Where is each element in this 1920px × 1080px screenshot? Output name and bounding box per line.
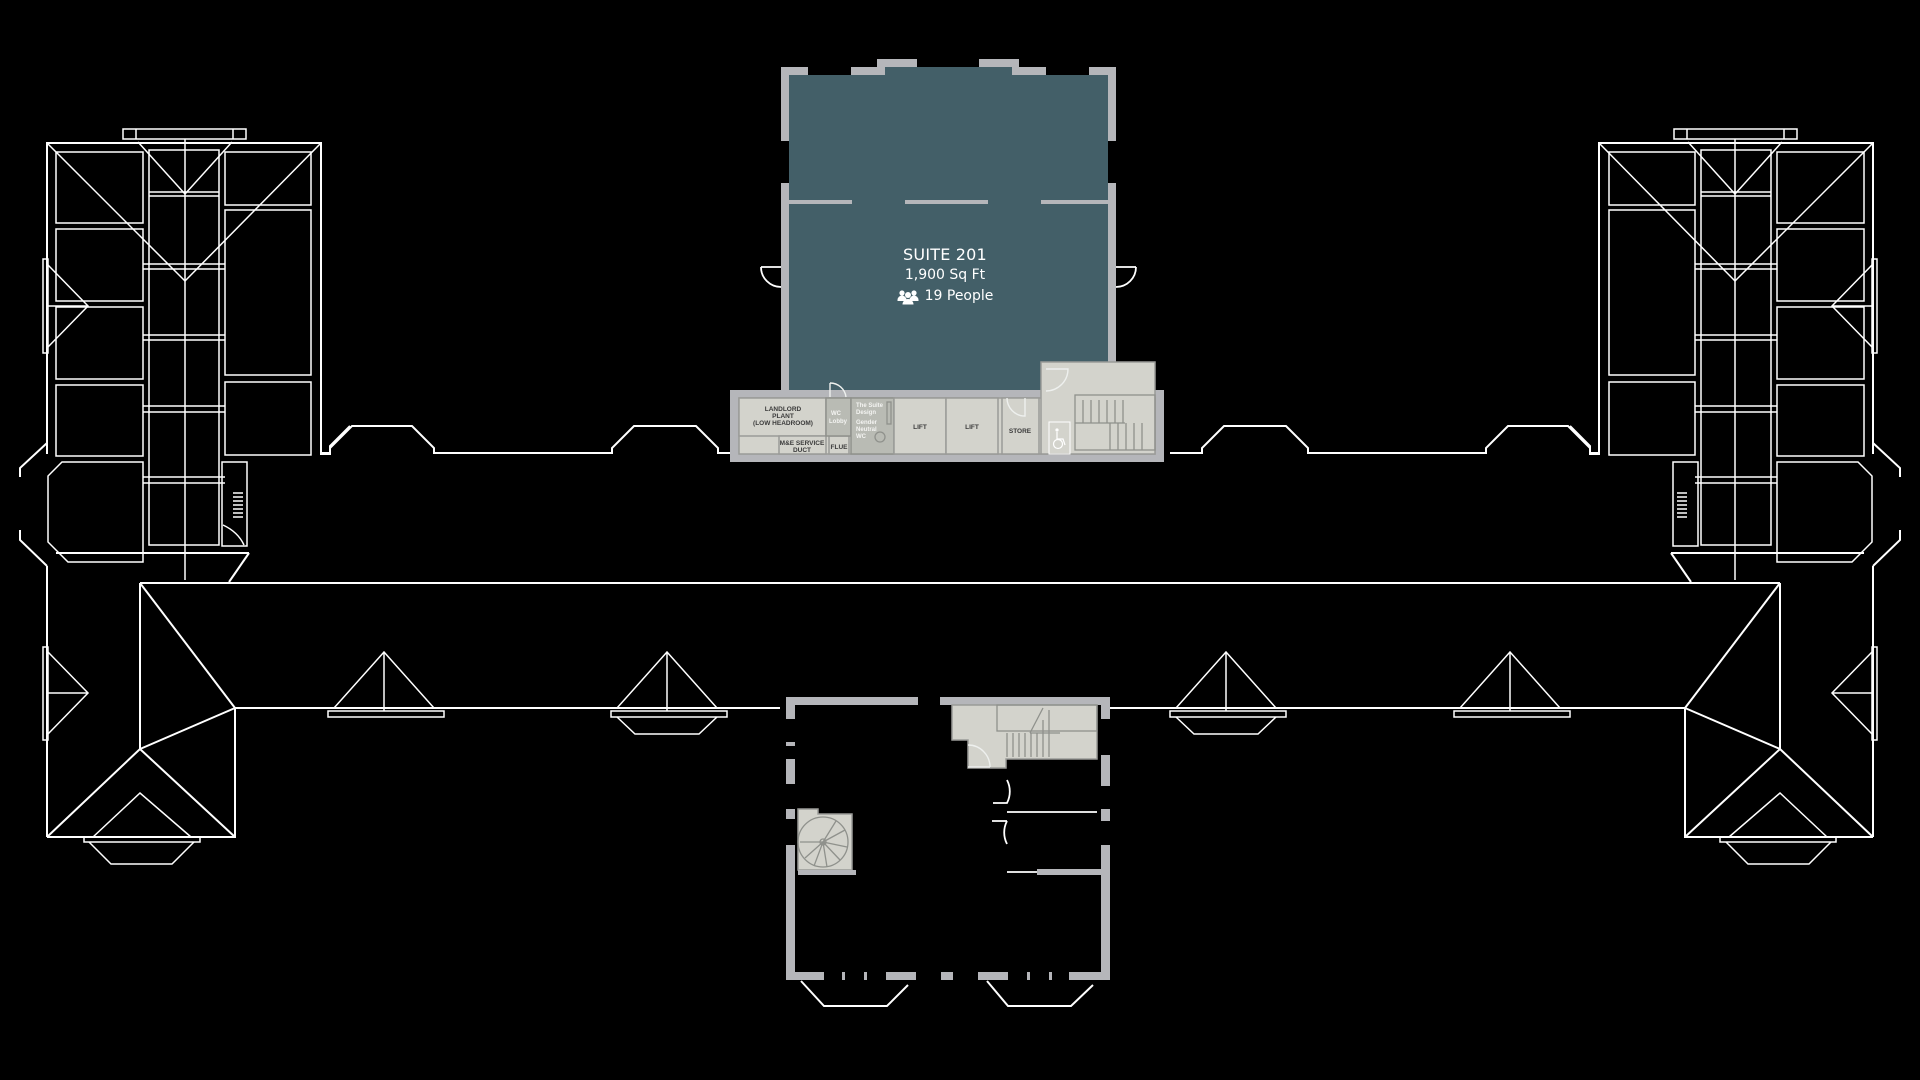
stair-core (1040, 361, 1156, 455)
svg-text:(LOW HEADROOM): (LOW HEADROOM) (753, 420, 813, 427)
svg-text:STORE: STORE (1009, 428, 1032, 435)
door-west (760, 266, 782, 288)
lower-block (786, 697, 1110, 1007)
svg-text:M&E SERVICE: M&E SERVICE (780, 440, 825, 447)
mep-duct (778, 435, 827, 455)
svg-text:Neutral: Neutral (856, 427, 877, 433)
suite-201-area[interactable] (789, 67, 1108, 398)
svg-text:The Suite: The Suite (856, 403, 884, 409)
lift-2 (945, 397, 999, 455)
service-core: LANDLORD PLANT (LOW HEADROOM) M&E SERVIC… (730, 361, 1164, 462)
upper-roofline (320, 425, 1600, 454)
dormers (327, 650, 1571, 735)
svg-text:LIFT: LIFT (913, 424, 927, 431)
svg-text:LANDLORD: LANDLORD (765, 406, 802, 413)
svg-text:Lobby: Lobby (829, 419, 848, 425)
svg-text:DUCT: DUCT (793, 447, 811, 454)
left-wing-outline (19, 128, 351, 837)
right-wing-outline (1569, 128, 1901, 837)
wc-lobby (825, 397, 852, 437)
lift-1 (893, 397, 947, 455)
svg-text:WC: WC (856, 434, 867, 440)
svg-text:PLANT: PLANT (772, 413, 794, 420)
main-roof-outline (42, 582, 1878, 865)
svg-text:FLUE: FLUE (831, 444, 849, 451)
suite-201[interactable] (760, 59, 1137, 398)
store (1001, 397, 1040, 455)
suite-walls (781, 59, 1116, 398)
svg-text:WC: WC (831, 411, 842, 417)
svg-text:Design: Design (856, 410, 876, 416)
wheelchair-icon (1048, 421, 1071, 455)
svg-text:Gender: Gender (856, 420, 878, 426)
svg-text:LIFT: LIFT (965, 424, 979, 431)
door-east (1115, 266, 1137, 288)
landlord-plant-room (738, 397, 827, 437)
